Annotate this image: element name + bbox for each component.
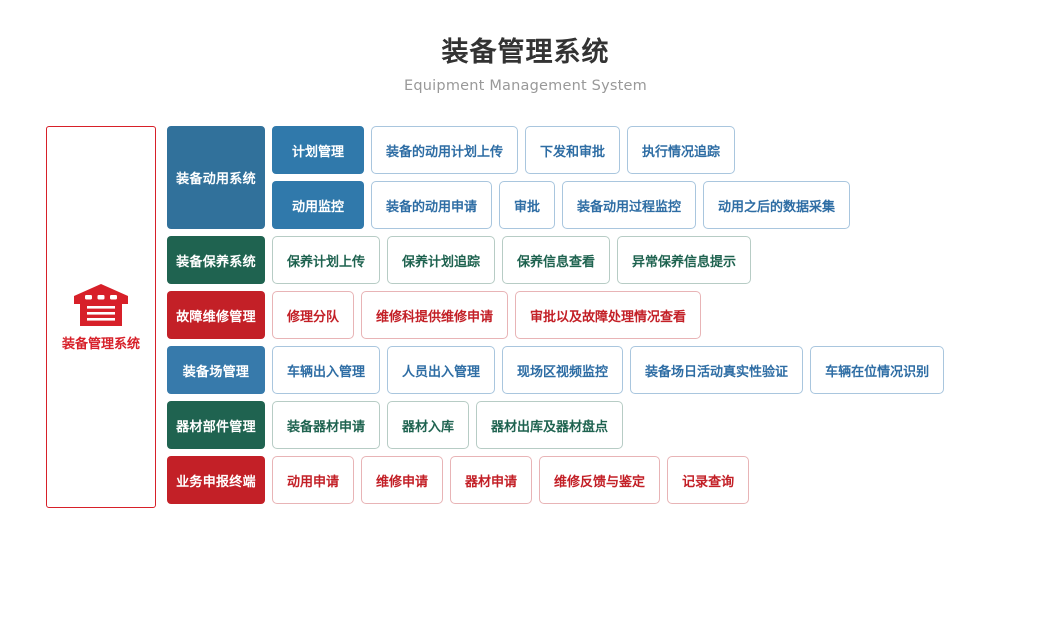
diagram-content: 装备管理系统 装备动用系统计划管理装备的动用计划上传下发和审批执行情况追踪动用监… bbox=[0, 126, 1051, 511]
feature-box[interactable]: 异常保养信息提示 bbox=[617, 236, 752, 284]
group-row: 装备保养系统保养计划上传保养计划追踪保养信息查看异常保养信息提示 bbox=[167, 236, 944, 284]
feature-box[interactable]: 器材申请 bbox=[450, 456, 533, 504]
feature-box[interactable]: 维修申请 bbox=[361, 456, 444, 504]
category-chip[interactable]: 业务申报终端 bbox=[167, 456, 265, 504]
category-chip[interactable]: 装备动用系统 bbox=[167, 126, 265, 229]
feature-box[interactable]: 车辆出入管理 bbox=[272, 346, 381, 394]
group-rows: 装备动用系统计划管理装备的动用计划上传下发和审批执行情况追踪动用监控装备的动用申… bbox=[167, 126, 945, 511]
feature-box[interactable]: 修理分队 bbox=[272, 291, 355, 339]
group-row: 业务申报终端动用申请维修申请器材申请维修反馈与鉴定记录查询 bbox=[167, 456, 944, 504]
feature-box[interactable]: 装备器材申请 bbox=[272, 401, 381, 449]
feature-box[interactable]: 维修科提供维修申请 bbox=[361, 291, 509, 339]
feature-box[interactable]: 执行情况追踪 bbox=[627, 126, 736, 174]
feature-box[interactable]: 审批以及故障处理情况查看 bbox=[515, 291, 702, 339]
category-chip[interactable]: 装备场管理 bbox=[167, 346, 265, 394]
category-chip[interactable]: 器材部件管理 bbox=[167, 401, 265, 449]
feature-box[interactable]: 装备的动用申请 bbox=[371, 181, 493, 229]
feature-box[interactable]: 保养计划追踪 bbox=[387, 236, 496, 284]
feature-box[interactable]: 人员出入管理 bbox=[387, 346, 496, 394]
feature-box[interactable]: 维修反馈与鉴定 bbox=[539, 456, 661, 504]
feature-box[interactable]: 装备动用过程监控 bbox=[562, 181, 697, 229]
feature-box[interactable]: 车辆在位情况识别 bbox=[810, 346, 945, 394]
category-chip[interactable]: 装备保养系统 bbox=[167, 236, 265, 284]
group-row: 器材部件管理装备器材申请器材入库器材出库及器材盘点 bbox=[167, 401, 944, 449]
subgroup-stack: 计划管理装备的动用计划上传下发和审批执行情况追踪动用监控装备的动用申请审批装备动… bbox=[265, 126, 851, 229]
feature-box[interactable]: 下发和审批 bbox=[525, 126, 621, 174]
subcategory-chip[interactable]: 动用监控 bbox=[272, 181, 364, 229]
group-row: 装备场管理车辆出入管理人员出入管理现场区视频监控装备场日活动真实性验证车辆在位情… bbox=[167, 346, 945, 394]
subgroup-row: 动用监控装备的动用申请审批装备动用过程监控动用之后的数据采集 bbox=[265, 181, 851, 229]
feature-box[interactable]: 装备的动用计划上传 bbox=[371, 126, 519, 174]
feature-box[interactable]: 现场区视频监控 bbox=[502, 346, 624, 394]
subcategory-chip[interactable]: 计划管理 bbox=[272, 126, 364, 174]
root-system-panel[interactable]: 装备管理系统 bbox=[46, 126, 156, 508]
feature-box[interactable]: 记录查询 bbox=[667, 456, 750, 504]
feature-box[interactable]: 动用之后的数据采集 bbox=[703, 181, 851, 229]
feature-box[interactable]: 保养计划上传 bbox=[272, 236, 381, 284]
group-row: 故障维修管理修理分队维修科提供维修申请审批以及故障处理情况查看 bbox=[167, 291, 944, 339]
page-title: 装备管理系统 bbox=[441, 37, 610, 68]
feature-box[interactable]: 动用申请 bbox=[272, 456, 355, 504]
feature-box[interactable]: 审批 bbox=[499, 181, 556, 229]
feature-box[interactable]: 器材入库 bbox=[387, 401, 470, 449]
root-system-label: 装备管理系统 bbox=[61, 336, 140, 352]
page-subtitle: Equipment Management System bbox=[404, 77, 647, 94]
warehouse-icon bbox=[73, 283, 129, 327]
subgroup-row: 计划管理装备的动用计划上传下发和审批执行情况追踪 bbox=[265, 126, 850, 174]
feature-box[interactable]: 保养信息查看 bbox=[502, 236, 611, 284]
feature-box[interactable]: 器材出库及器材盘点 bbox=[476, 401, 624, 449]
category-chip[interactable]: 故障维修管理 bbox=[167, 291, 265, 339]
page-header: 装备管理系统 Equipment Management System bbox=[0, 0, 1051, 94]
feature-box[interactable]: 装备场日活动真实性验证 bbox=[630, 346, 804, 394]
group-row: 装备动用系统计划管理装备的动用计划上传下发和审批执行情况追踪动用监控装备的动用申… bbox=[167, 126, 944, 229]
